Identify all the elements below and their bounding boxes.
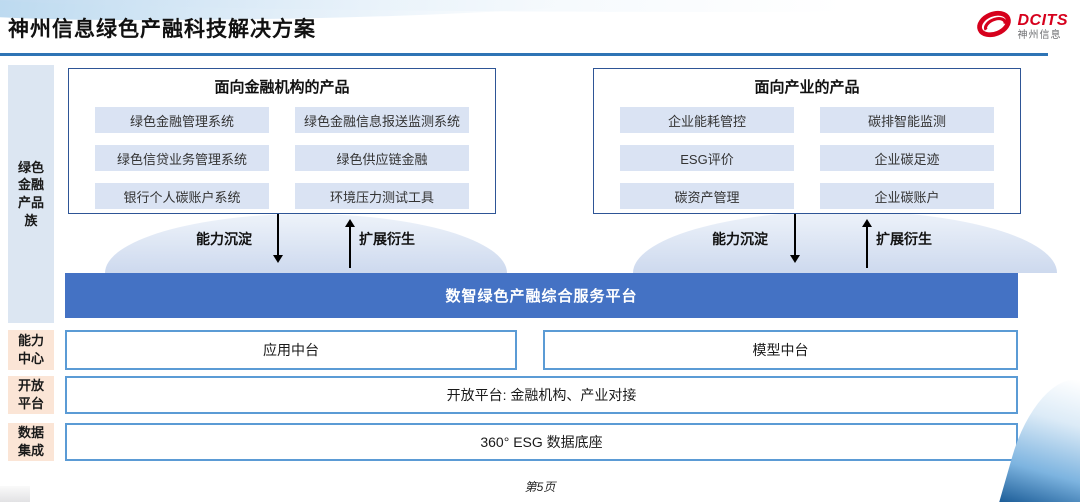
arrow-up-icon bbox=[345, 219, 355, 268]
flow-label-expansion-derivation: 扩展衍生 bbox=[876, 231, 932, 247]
arrow-up-icon bbox=[862, 219, 872, 268]
flow-label-capability-settling: 能力沉淀 bbox=[196, 231, 252, 247]
logo-text: DCITS 神州信息 bbox=[1017, 11, 1069, 41]
sidebar-label-text: 能力中心 bbox=[17, 333, 44, 366]
page-number: 第5页 bbox=[524, 480, 556, 494]
product-group-title: 面向金融机构的产品 bbox=[214, 79, 350, 96]
corner-gray-decoration bbox=[0, 486, 30, 502]
product-chip: 碳排智能监测 bbox=[820, 107, 994, 133]
flow-label-capability-settling: 能力沉淀 bbox=[712, 231, 768, 247]
product-chip: 环境压力测试工具 bbox=[295, 183, 469, 209]
product-chip: 企业碳账户 bbox=[820, 183, 994, 209]
product-chip: 绿色供应链金融 bbox=[295, 145, 469, 171]
header-underline bbox=[0, 53, 1048, 56]
sidebar-label-data-integration: 数据集成 bbox=[8, 423, 54, 461]
dome-decoration-right bbox=[633, 211, 1057, 273]
capability-box-application-middle-platform: 应用中台 bbox=[65, 330, 517, 370]
product-chip: 绿色信贷业务管理系统 bbox=[95, 145, 269, 171]
product-group-title: 面向产业的产品 bbox=[754, 79, 860, 96]
flow-label-expansion-derivation: 扩展衍生 bbox=[359, 231, 415, 247]
data-foundation-box: 360° ESG 数据底座 bbox=[65, 423, 1018, 461]
product-chip: 碳资产管理 bbox=[620, 183, 794, 209]
sidebar-label-text: 绿色金融产品族 bbox=[17, 159, 44, 228]
product-group-industry: 面向产业的产品 企业能耗管控 碳排智能监测 ESG评价 企业碳足迹 碳资产管理 … bbox=[593, 68, 1021, 214]
dome-decoration-left bbox=[105, 214, 507, 273]
logo-brand-cn: 神州信息 bbox=[1017, 29, 1062, 41]
capability-box-model-middle-platform: 模型中台 bbox=[543, 330, 1018, 370]
sidebar-label-text: 开放平台 bbox=[17, 378, 44, 411]
product-chip-grid: 绿色金融管理系统 绿色金融信息报送监测系统 绿色信贷业务管理系统 绿色供应链金融… bbox=[69, 97, 495, 209]
product-chip: 绿色金融信息报送监测系统 bbox=[295, 107, 469, 133]
arrow-down-icon bbox=[790, 214, 800, 263]
arrow-down-icon bbox=[273, 214, 283, 263]
product-chip-grid: 企业能耗管控 碳排智能监测 ESG评价 企业碳足迹 碳资产管理 企业碳账户 bbox=[594, 97, 1020, 209]
open-platform-box: 开放平台: 金融机构、产业对接 bbox=[65, 376, 1018, 414]
dcits-logo: DCITS 神州信息 bbox=[975, 8, 1069, 45]
product-chip: 企业碳足迹 bbox=[820, 145, 994, 171]
sidebar-label-green-finance-product-family: 绿色金融产品族 bbox=[8, 65, 54, 323]
platform-bar: 数智绿色产融综合服务平台 bbox=[65, 273, 1018, 318]
sidebar-label-capability-center: 能力中心 bbox=[8, 330, 54, 370]
product-group-financial-institutions: 面向金融机构的产品 绿色金融管理系统 绿色金融信息报送监测系统 绿色信贷业务管理… bbox=[68, 68, 496, 214]
product-chip: 绿色金融管理系统 bbox=[95, 107, 269, 133]
sidebar-label-text: 数据集成 bbox=[17, 425, 44, 458]
product-chip: ESG评价 bbox=[620, 145, 794, 171]
sidebar-label-open-platform: 开放平台 bbox=[8, 376, 54, 414]
page-title: 神州信息绿色产融科技解决方案 bbox=[8, 18, 316, 41]
logo-brand: DCITS bbox=[1017, 11, 1068, 29]
product-chip: 银行个人碳账户系统 bbox=[95, 183, 269, 209]
dcits-swirl-icon bbox=[975, 8, 1013, 45]
product-chip: 企业能耗管控 bbox=[620, 107, 794, 133]
